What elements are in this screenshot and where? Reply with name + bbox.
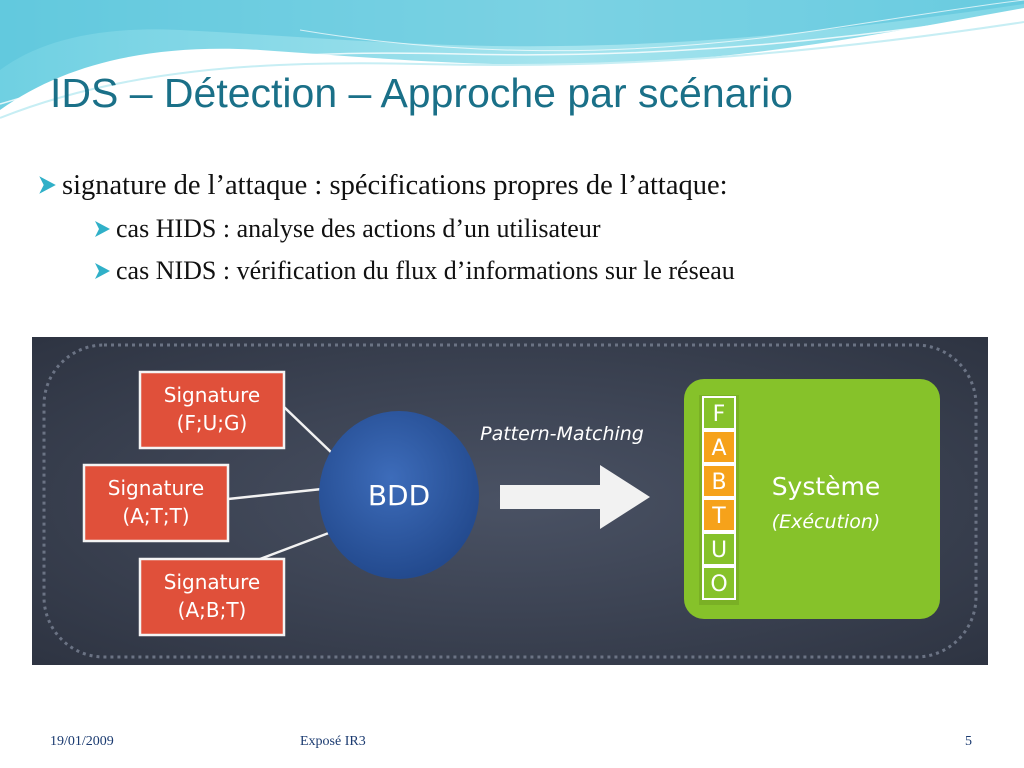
signature-3-label: Signature — [164, 570, 260, 594]
letter-cell: A — [711, 436, 726, 461]
letter-cell: T — [711, 504, 726, 529]
system-title: Système — [772, 472, 881, 501]
letter-cell: U — [711, 538, 727, 563]
diagram-dashed-frame — [42, 343, 978, 659]
database-label: BDD — [368, 479, 430, 512]
signature-2-label: Signature — [108, 476, 204, 500]
bullet-main-text: signature de l’attaque : spécifications … — [62, 170, 728, 201]
signature-1-value: (F;U;G) — [177, 411, 248, 435]
database-circle: BDD — [319, 411, 479, 579]
connector-lines — [227, 406, 335, 561]
footer-center-text: Exposé IR3 — [300, 734, 366, 749]
signature-3-value: (A;B;T) — [178, 598, 247, 622]
bullet-sub-hids: cas HIDS : analyse des actions d’un util… — [92, 214, 601, 244]
signature-1-label: Signature — [164, 383, 260, 407]
footer-date: 19/01/2009 — [50, 734, 114, 749]
pattern-matching-label: Pattern-Matching — [480, 423, 644, 445]
signature-box-2: Signature (A;T;T) — [82, 463, 230, 543]
system-subtitle: (Exécution) — [772, 511, 881, 533]
letter-column: F A B T U O — [702, 396, 736, 600]
signature-2-value: (A;T;T) — [122, 504, 189, 528]
signature-box-1: Signature (F;U;G) — [138, 370, 286, 450]
arrow-bullet-icon — [92, 261, 112, 281]
arrow-bullet-icon — [92, 219, 112, 239]
slide-title: IDS – Détection – Approche par scénario — [50, 70, 793, 116]
bullet-sub-nids: cas NIDS : vérification du flux d’inform… — [92, 256, 735, 286]
pattern-matching-arrow-icon — [500, 465, 650, 529]
letter-cell: O — [710, 572, 727, 597]
letter-cell: B — [711, 470, 726, 495]
letter-cell: F — [713, 402, 726, 427]
pattern-matching-diagram: Signature (F;U;G) Signature (A;T;T) Sign… — [32, 337, 988, 665]
bullet-sub-hids-text: cas HIDS : analyse des actions d’un util… — [116, 214, 601, 243]
bullet-sub-nids-text: cas NIDS : vérification du flux d’inform… — [116, 256, 735, 285]
signature-box-3: Signature (A;B;T) — [138, 557, 286, 637]
slide-number: 5 — [965, 734, 972, 749]
bullet-main: signature de l’attaque : spécifications … — [36, 170, 728, 202]
system-box: F A B T U O Système (Exécution) — [684, 379, 940, 619]
header-wave-decoration — [0, 0, 1024, 119]
arrow-bullet-icon — [36, 174, 58, 196]
